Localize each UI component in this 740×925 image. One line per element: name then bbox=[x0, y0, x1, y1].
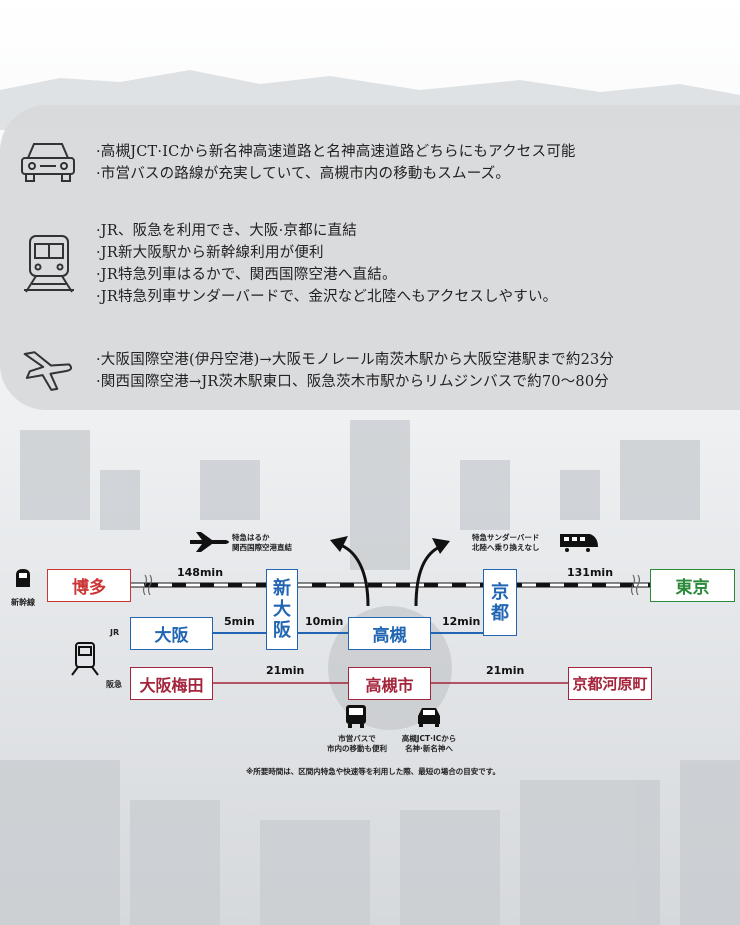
train-line-2: ·JR新大阪駅から新幹線利用が便利 bbox=[96, 245, 324, 261]
time-shinosaka-takatsuki: 10min bbox=[305, 615, 344, 628]
thunderbird-label: 特急サンダーバード 北陸へ乗り換えなし bbox=[472, 533, 540, 553]
haruka-airplane-icon bbox=[190, 532, 229, 552]
car-line-2: ·市営バスの路線が充実していて、高槻市内の移動もスムーズ。 bbox=[96, 166, 511, 182]
shin-osaka-char-3: 阪 bbox=[273, 620, 291, 641]
haruka-label-1: 特急はるか bbox=[232, 533, 270, 542]
car-small-icon bbox=[418, 708, 440, 727]
bus-label-1: 市営バスで bbox=[338, 734, 376, 743]
bus-icon bbox=[346, 705, 366, 728]
car-label-1: 高槻JCT·ICから bbox=[401, 734, 457, 743]
car-icon bbox=[21, 143, 75, 182]
train-access-text: ·JR、阪急を利用でき、大阪·京都に直結 ·JR新大阪駅から新幹線利用が便利 ·… bbox=[96, 220, 557, 308]
access-panel bbox=[0, 105, 740, 410]
station-hakata: 博多 bbox=[47, 569, 131, 602]
car-line-1: ·高槻JCT·ICから新名神高速道路と名神高速道路どちらにもアクセス可能 bbox=[96, 144, 576, 160]
station-tokyo: 東京 bbox=[650, 569, 735, 602]
thunderbird-label-2: 北陸へ乗り換えなし bbox=[472, 543, 540, 552]
jr-label: JR bbox=[110, 628, 120, 637]
time-hakata-shinosaka: 148min bbox=[177, 566, 224, 579]
train-line-1: ·JR、阪急を利用でき、大阪·京都に直結 bbox=[96, 223, 357, 239]
station-kyoto: 京 都 bbox=[483, 569, 517, 636]
station-shin-osaka: 新 大 阪 bbox=[266, 569, 298, 650]
hankyu-label: 阪急 bbox=[106, 680, 122, 689]
air-access-text: ·大阪国際空港(伊丹空港)→大阪モノレール南茨木駅から大阪空港駅まで約23分 ·… bbox=[96, 349, 614, 393]
haruka-label-2: 関西国際空港直結 bbox=[232, 543, 292, 552]
time-takatsuki-kyoto: 12min bbox=[442, 615, 481, 628]
train-icon bbox=[24, 235, 74, 293]
car-label-2: 名神·新名神へ bbox=[405, 744, 453, 753]
haruka-label: 特急はるか 関西国際空港直結 bbox=[232, 533, 292, 553]
airplane-icon bbox=[23, 351, 73, 391]
time-umeda-takatsukishi: 21min bbox=[266, 664, 305, 677]
car-label: 高槻JCT·ICから 名神·新名神へ bbox=[396, 734, 462, 754]
train-line-3: ·JR特急列車はるかで、関西国際空港へ直結。 bbox=[96, 267, 397, 283]
shin-osaka-char-2: 大 bbox=[273, 599, 291, 620]
train-line-4: ·JR特急列車サンダーバードで、金沢など北陸へもアクセスしやすい。 bbox=[96, 289, 558, 305]
station-osaka-umeda: 大阪梅田 bbox=[130, 667, 213, 700]
air-line-1: ·大阪国際空港(伊丹空港)→大阪モノレール南茨木駅から大阪空港駅まで約23分 bbox=[96, 352, 615, 368]
bus-label-2: 市内の移動も便利 bbox=[327, 744, 387, 753]
station-kyoto-kawaramachi: 京都河原町 bbox=[568, 667, 652, 700]
air-line-2: ·関西国際空港→JR茨木駅東口、阪急茨木市駅からリムジンバスで約70〜80分 bbox=[96, 374, 609, 390]
time-kyoto-tokyo: 131min bbox=[567, 566, 614, 579]
shinkansen-icon bbox=[16, 569, 30, 587]
thunderbird-label-1: 特急サンダーバード bbox=[472, 533, 540, 542]
bus-label: 市営バスで 市内の移動も便利 bbox=[326, 734, 388, 754]
shin-osaka-char-1: 新 bbox=[273, 578, 291, 599]
car-access-text: ·高槻JCT·ICから新名神高速道路と名神高速道路どちらにもアクセス可能 ·市営… bbox=[96, 141, 576, 185]
kyoto-char-2: 都 bbox=[491, 602, 509, 624]
local-train-icon bbox=[71, 642, 99, 676]
station-osaka: 大阪 bbox=[130, 617, 213, 650]
station-takatsuki: 高槻 bbox=[348, 617, 431, 650]
footnote: ※所要時間は、区間内特急や快速等を利用した際、最短の場合の目安です。 bbox=[246, 767, 501, 776]
time-osaka-shinosaka: 5min bbox=[224, 615, 255, 628]
time-takatsukishi-kawaramachi: 21min bbox=[486, 664, 525, 677]
station-takatsukishi: 高槻市 bbox=[348, 667, 431, 700]
thunderbird-train-icon bbox=[560, 534, 598, 552]
kyoto-char-1: 京 bbox=[491, 581, 509, 603]
shinkansen-label: 新幹線 bbox=[11, 598, 35, 607]
